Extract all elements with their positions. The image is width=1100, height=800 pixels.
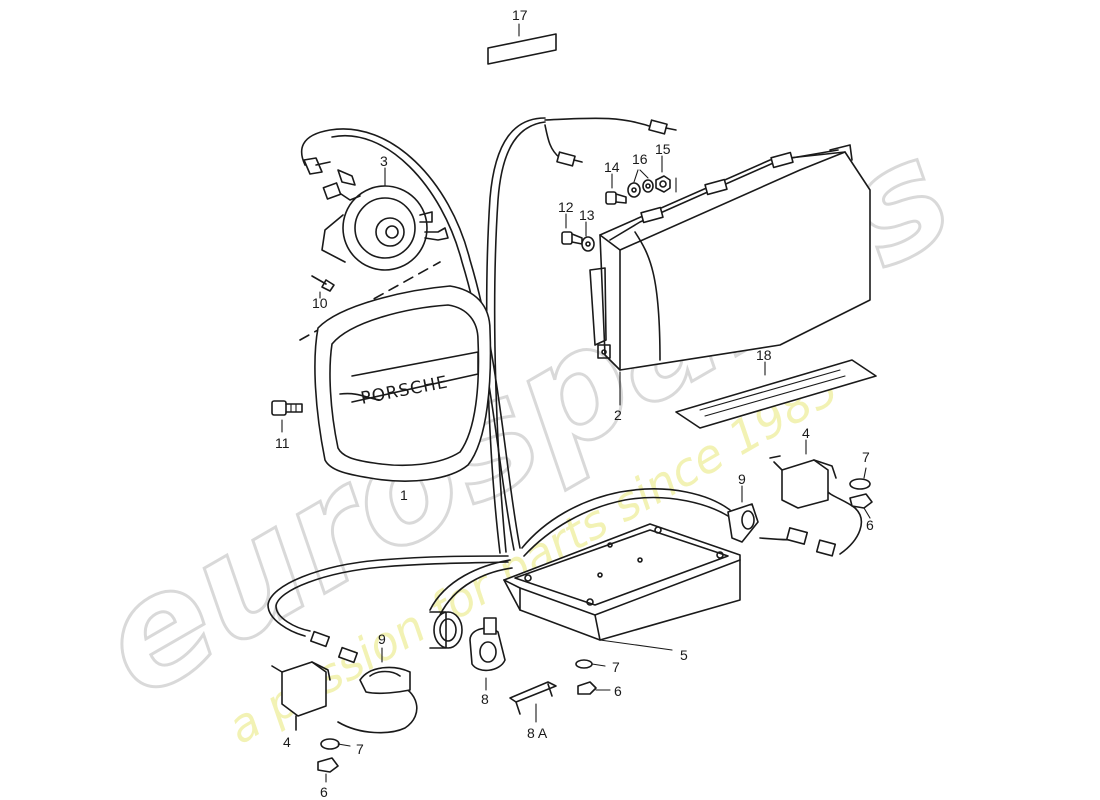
part-5-control-unit <box>503 523 741 695</box>
callout-1: 1 <box>400 487 408 503</box>
callout-9-right: 9 <box>738 471 746 487</box>
part-17-label-plate <box>487 23 557 65</box>
part-1-horn-pad-airbag: PORSCHE <box>314 285 492 482</box>
sensor-left <box>271 661 351 783</box>
callouts: 17 3 10 14 16 15 12 13 11 1 2 18 4 7 6 9… <box>275 7 874 800</box>
callout-6-right: 6 <box>866 517 874 533</box>
part-2-passenger-airbag <box>556 119 871 406</box>
callout-16: 16 <box>632 151 648 167</box>
callout-6-center: 6 <box>614 683 622 699</box>
callout-12: 12 <box>558 199 574 215</box>
callout-9-left: 9 <box>378 631 386 647</box>
callout-10: 10 <box>312 295 328 311</box>
callout-5: 5 <box>680 647 688 663</box>
callout-13: 13 <box>579 207 595 223</box>
callout-18: 18 <box>756 347 772 363</box>
callout-14: 14 <box>604 159 620 175</box>
callout-7-right: 7 <box>862 449 870 465</box>
callout-4-left: 4 <box>283 734 291 750</box>
part-8-connector <box>469 617 506 691</box>
sensor-right <box>769 439 873 519</box>
callout-7-left: 7 <box>356 741 364 757</box>
callout-17: 17 <box>512 7 528 23</box>
callout-7-center: 7 <box>612 659 620 675</box>
callout-8a: 8 A <box>527 725 548 741</box>
callout-4-right: 4 <box>802 425 810 441</box>
fasteners-12-16 <box>561 155 677 252</box>
wiring-harness <box>267 117 863 734</box>
callout-15: 15 <box>655 141 671 157</box>
harness-plug <box>429 611 463 649</box>
sensor-9-right <box>727 485 837 557</box>
callout-3: 3 <box>380 153 388 169</box>
part-11-bolt <box>271 400 303 433</box>
part-10-screw <box>311 275 335 299</box>
part-18-plate <box>675 359 877 429</box>
callout-6-left: 6 <box>320 784 328 800</box>
callout-8: 8 <box>481 691 489 707</box>
callout-11: 11 <box>275 435 290 451</box>
part-3-contact-unit <box>303 157 449 271</box>
callout-2: 2 <box>614 407 622 423</box>
part-8a-bracket <box>509 681 557 723</box>
sensor-9-left <box>309 630 411 695</box>
